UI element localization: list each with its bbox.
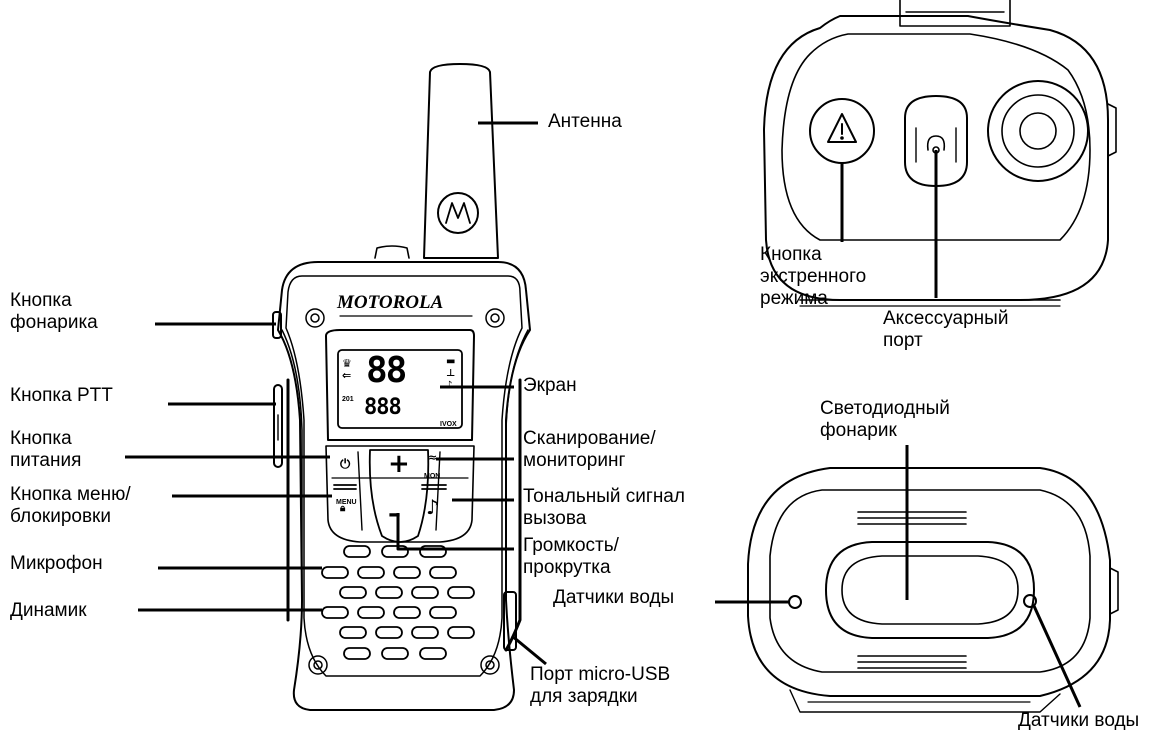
radio-bezel-outline <box>285 275 523 677</box>
display-digits-top: 88 <box>366 350 407 391</box>
volume-rocker[interactable] <box>368 449 430 543</box>
display-mode-glyphs: ♛ ⇐ <box>342 358 352 382</box>
water-sensor-right <box>1023 594 1037 608</box>
display-digits-bottom: 888 <box>364 395 402 420</box>
display-screen <box>337 349 463 429</box>
label-menu-lock-button: Кнопка меню/ блокировки <box>10 484 131 527</box>
vibrate-icon: ♪ <box>446 380 453 391</box>
accessory-port-inner <box>915 127 957 163</box>
usb-port-shape[interactable] <box>503 591 517 651</box>
bottom-view-outline <box>747 467 1111 697</box>
left-side-rail <box>281 329 303 601</box>
label-power-button: Кнопка питания <box>10 428 82 471</box>
label-accessory-port: Аксессуарный порт <box>883 308 1009 351</box>
antenna-logo-m <box>445 202 471 224</box>
led-window-outer <box>825 541 1035 639</box>
bottom-view-base <box>789 689 1061 713</box>
label-volume-scroll: Громкость/ прокрутка <box>523 535 619 578</box>
label-flashlight-button: Кнопка фонарика <box>10 290 98 333</box>
brand-logo: MOTOROLA <box>337 292 444 313</box>
label-usb-port: Порт micro-USB для зарядки <box>530 664 671 707</box>
leader-water-sensor-right <box>1032 605 1082 708</box>
power-key-icon[interactable]: ⏻ <box>340 457 351 472</box>
radio-top-view <box>763 0 1117 307</box>
label-led-flashlight: Светодиодный фонарик <box>820 398 950 441</box>
scan-icon: ≈ <box>428 451 438 464</box>
mon-key-label: MON <box>424 473 441 480</box>
arrow-left-icon: ⇐ <box>342 369 352 382</box>
top-view-inner <box>781 33 1091 241</box>
keypad-surround <box>325 445 475 543</box>
top-round-grille <box>987 80 1089 182</box>
menu-key-label: MENU <box>336 499 357 506</box>
radio-bottom-view <box>747 467 1119 713</box>
label-call-tone: Тональный сигнал вызова <box>523 486 685 529</box>
display-indicator-right: IVOX <box>440 421 457 428</box>
volume-up-key[interactable]: + <box>388 449 410 479</box>
label-antenna: Антенна <box>548 111 622 132</box>
rocker-divider-left <box>357 451 363 531</box>
lock-icon: 🔒︎ <box>340 503 346 514</box>
radio-body-outline <box>277 261 531 711</box>
accessory-port-shape[interactable] <box>904 95 968 187</box>
warning-triangle-icon <box>827 113 857 143</box>
corner-screws <box>305 308 505 675</box>
rocker-divider-right <box>435 451 441 531</box>
right-grip-inner <box>504 378 522 652</box>
leader-volume-scroll <box>396 513 514 551</box>
label-emergency-button: Кнопка экстренного режима <box>760 244 867 309</box>
display-indicator-left: 201 <box>342 396 354 403</box>
label-water-sensors-left: Датчики воды <box>553 587 675 608</box>
led-lines <box>857 511 967 669</box>
antenna <box>423 63 499 259</box>
ptt-button-shape[interactable] <box>273 384 283 468</box>
volume-down-key[interactable]: – <box>388 499 401 529</box>
leader-usb-port <box>511 634 547 666</box>
bottom-view-inner <box>769 489 1091 673</box>
microphone-slot <box>321 566 349 579</box>
leader-lines <box>125 121 1082 708</box>
antenna-logo-icon <box>437 192 479 234</box>
label-microphone: Микрофон <box>10 553 103 574</box>
top-knob <box>374 245 410 259</box>
top-view-side-button <box>1107 103 1117 157</box>
led-window-inner <box>841 555 1019 625</box>
radio-front-view <box>272 63 531 711</box>
headset-jack-icon <box>926 135 946 151</box>
label-screen: Экран <box>523 375 577 396</box>
label-speaker: Динамик <box>10 600 87 621</box>
speaker-grille <box>321 545 475 660</box>
display-status-glyphs: ▬ ⊥ ♪ <box>446 356 455 392</box>
call-tone-key-icon[interactable]: ♪ <box>426 495 439 519</box>
water-sensor-left <box>788 595 802 609</box>
crown-icon: ♛ <box>342 357 352 370</box>
label-scan-monitor: Сканирование/ мониторинг <box>523 428 656 471</box>
bottom-view-side-button <box>1109 567 1119 615</box>
label-ptt-button: Кнопка PTT <box>10 385 113 406</box>
display-frame <box>325 329 475 441</box>
label-water-sensors-right: Датчики воды <box>1018 710 1140 731</box>
top-view-clip <box>899 0 1011 27</box>
signal-icon: ⊥ <box>446 368 456 379</box>
battery-icon: ▬ <box>446 356 456 367</box>
right-side-rail <box>505 329 529 601</box>
